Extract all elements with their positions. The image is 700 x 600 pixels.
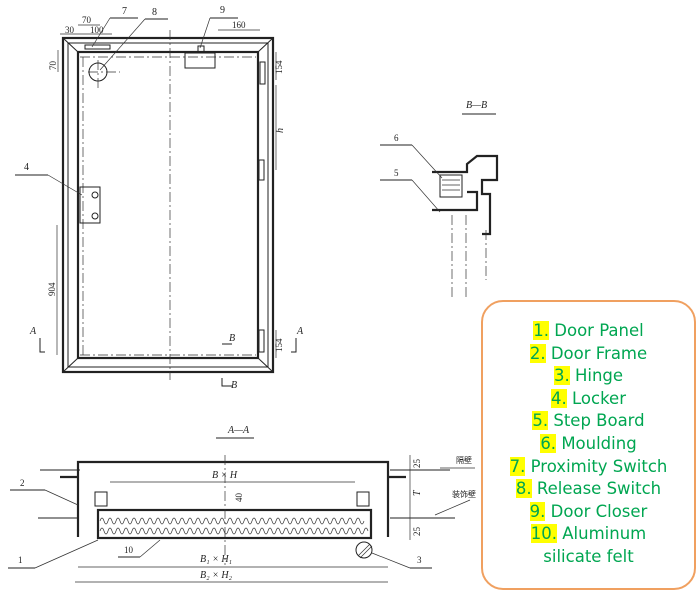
legend-label: Door Frame <box>550 343 648 363</box>
legend-number: 6. <box>540 433 557 453</box>
dim-25-bottom: 25 <box>412 527 422 537</box>
dim-t: T <box>412 489 423 496</box>
door-panel-section <box>96 508 373 540</box>
legend-label: Hinge <box>574 366 624 386</box>
dim-100: 100 <box>90 25 104 35</box>
label-wall: 隔壁 <box>456 455 472 465</box>
legend-number: 4. <box>551 388 567 408</box>
legend-item: 4. Locker <box>483 388 694 411</box>
door-frame-mid <box>67 42 269 368</box>
moulding-symbol <box>439 174 463 198</box>
legend-item: 10. Aluminum <box>483 523 694 546</box>
legend-number: 3. <box>553 366 570 386</box>
dim-30: 30 <box>65 25 75 35</box>
aluminum-silicate-felt-symbol <box>99 517 365 525</box>
legend-label: Moulding <box>561 433 637 453</box>
legend-box: 1. Door Panel 2. Door Frame 3. Hinge 4. … <box>481 300 696 590</box>
door-panel <box>76 50 260 360</box>
section-a-a-title: A—A <box>227 425 250 436</box>
section-mark-a-left: A <box>29 326 37 337</box>
legend-number: 1. <box>533 321 550 340</box>
legend-item: 1. Door Panel <box>483 320 694 343</box>
legend-label: Door Panel <box>554 321 644 340</box>
locker-symbol <box>79 186 101 224</box>
door-frame-section <box>76 460 390 537</box>
callout-5: 5 <box>394 168 399 178</box>
callout-10: 10 <box>124 545 134 555</box>
label-b1-x-h1: B₁ × H₁ <box>200 554 232 565</box>
dim-154-bottom: 154 <box>274 338 284 352</box>
section-mark-b-top: B <box>229 333 235 344</box>
section-mark-a-right: A <box>296 326 304 337</box>
section-a-a: A—A B × H 40 B₁ × H₁ B₂ × H₂ 25 T 25 隔壁 … <box>8 425 476 583</box>
legend-number: 8. <box>515 479 532 499</box>
legend-label: Door Closer <box>550 501 648 521</box>
legend-label: Step Board <box>553 411 645 431</box>
label-decorative-wall: 装饰壁 <box>452 489 476 499</box>
door-frame-outer <box>61 36 275 374</box>
legend-item: 2. Door Frame <box>483 343 694 366</box>
legend-item: 7. Proximity Switch <box>483 456 694 479</box>
dim-25-top: 25 <box>412 459 422 469</box>
callout-8: 8 <box>152 7 157 18</box>
legend-item: 9. Door Closer <box>483 501 694 524</box>
label-b2-x-h2: B₂ × H₂ <box>200 570 233 581</box>
legend-label: Locker <box>572 388 626 408</box>
callout-9: 9 <box>220 5 225 16</box>
dim-154-top: 154 <box>274 60 284 74</box>
hinge-bottom <box>258 329 265 353</box>
dim-70-side: 70 <box>48 61 58 71</box>
door-closer-symbol <box>184 52 216 69</box>
hinge-section-symbol <box>355 541 373 559</box>
legend-number: 10. <box>530 524 557 544</box>
legend-number: 2. <box>529 343 546 363</box>
legend-item: 8. Release Switch <box>483 478 694 501</box>
section-mark-b-bottom: B <box>231 380 237 391</box>
dim-904: 904 <box>47 282 57 296</box>
callout-3: 3 <box>417 555 422 565</box>
hinge-top <box>259 61 266 85</box>
legend-label: Aluminum <box>562 524 647 544</box>
dim-40: 40 <box>234 493 244 503</box>
legend-number: 7. <box>509 456 526 476</box>
legend-item: 6. Moulding <box>483 433 694 456</box>
dim-160: 160 <box>232 20 246 30</box>
section-b-b-title: B—B <box>466 100 487 111</box>
legend-item-continuation: silicate felt <box>543 546 634 566</box>
front-view: 30 70 100 160 70 154 h 904 154 7 8 9 4 A… <box>15 5 304 391</box>
legend-number: 5. <box>532 411 549 431</box>
callout-7: 7 <box>122 6 127 17</box>
callout-2: 2 <box>20 478 25 488</box>
section-b-b: B—B 6 5 <box>380 100 499 300</box>
hinge-middle <box>258 159 265 181</box>
proximity-switch-symbol <box>84 44 111 50</box>
legend-number: 9. <box>529 501 546 521</box>
callout-6: 6 <box>394 133 399 143</box>
legend-item: 3. Hinge <box>483 365 694 388</box>
legend-label: Release Switch <box>536 479 662 499</box>
dim-70-top: 70 <box>82 15 92 25</box>
dim-h: h <box>275 128 286 133</box>
callout-4: 4 <box>24 162 29 173</box>
callout-1: 1 <box>18 555 23 565</box>
label-b-x-h: B × H <box>212 470 238 481</box>
legend-label: Proximity Switch <box>530 456 668 476</box>
legend-item: 5. Step Board <box>483 410 694 433</box>
